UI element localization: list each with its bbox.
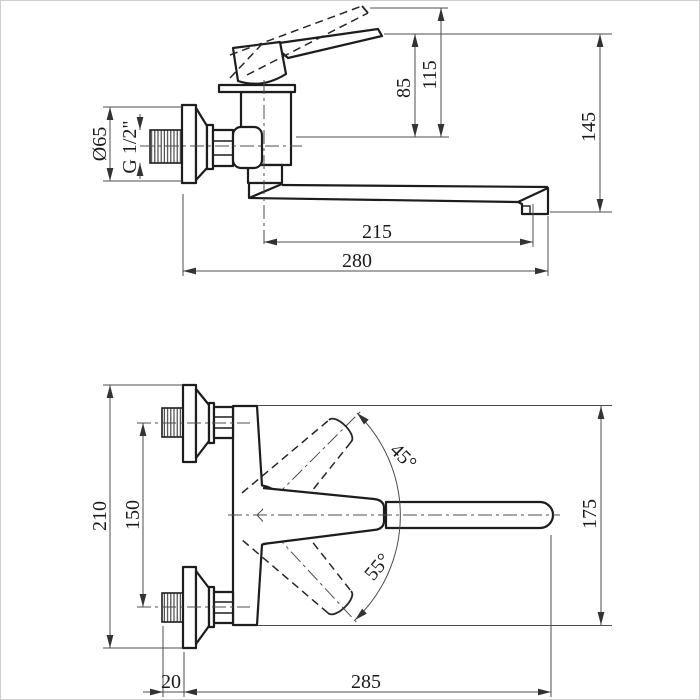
extension-lines-plan — [103, 384, 612, 697]
spout-connector — [246, 163, 284, 185]
connection-nut — [211, 128, 235, 168]
dim-label-diameter: Ø65 — [89, 127, 111, 161]
eccentric-union — [231, 125, 264, 170]
swivel-arc — [354, 412, 401, 621]
aerator — [521, 205, 531, 215]
flange-plate — [180, 103, 198, 185]
spout-plan — [384, 500, 555, 530]
wall-flange — [149, 103, 264, 185]
handle — [217, 5, 384, 94]
dimension-lines-side — [106, 7, 604, 275]
dim-label-210: 210 — [89, 501, 111, 531]
dim-label-145: 145 — [578, 112, 600, 142]
flange-cone — [194, 106, 209, 182]
side-view: Ø65 G 1/2" 85 115 145 215 280 — [89, 5, 612, 276]
dim-label-85: 85 — [393, 78, 415, 98]
handle-dome — [231, 40, 288, 85]
dimension-lines-plan — [106, 385, 605, 696]
body-cap — [217, 83, 297, 94]
extension-lines-side — [103, 7, 612, 276]
plan-view: 210 150 175 20 285 45° 55° — [89, 383, 612, 697]
dim-label-150: 150 — [122, 500, 144, 530]
dim-label-115: 115 — [419, 60, 441, 89]
angle-label-55: 55° — [360, 549, 395, 585]
dim-label-20: 20 — [161, 671, 181, 693]
dim-label-215: 215 — [362, 221, 392, 243]
spout — [247, 182, 550, 216]
dim-label-280: 280 — [342, 250, 372, 272]
dim-label-thread: G 1/2" — [119, 120, 141, 173]
dim-label-175: 175 — [579, 499, 601, 529]
handle-raised-position — [229, 5, 369, 79]
handle-lever-plan — [263, 488, 384, 544]
dim-label-285: 285 — [351, 671, 381, 693]
angle-label-45: 45° — [385, 439, 420, 474]
